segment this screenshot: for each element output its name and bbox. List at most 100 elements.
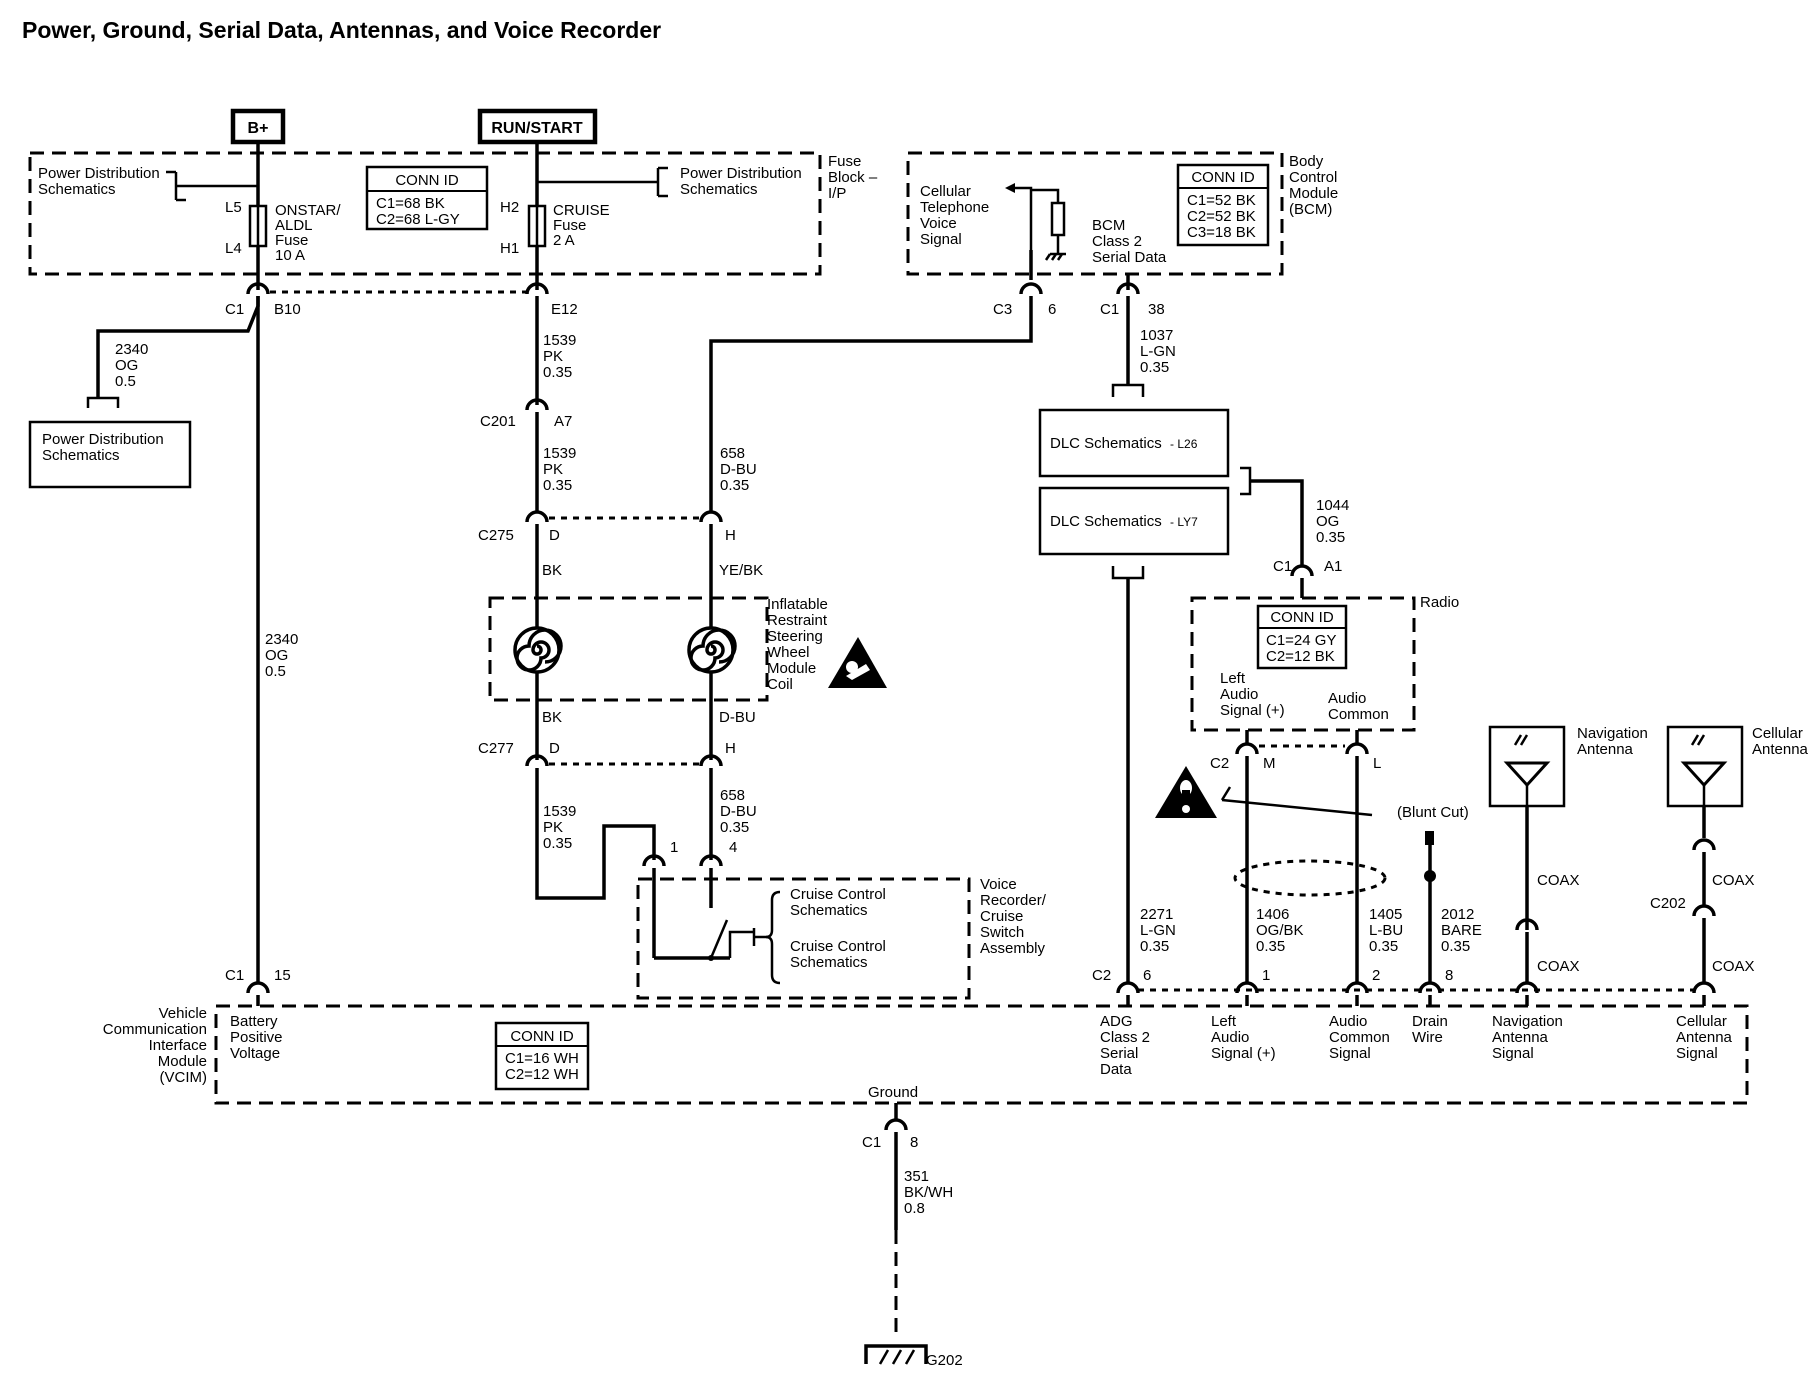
svg-text:G202: G202 [926,1352,963,1369]
svg-text:8: 8 [910,1134,918,1151]
shield-ellipse [1233,859,1387,897]
fuse-block-conn-id: CONN ID C1=68 BK C2=68 L-GY [365,165,489,231]
svg-text:YE/BK: YE/BK [719,562,763,579]
connector-c201: C201 A7 [480,398,572,430]
svg-text:CONN ID: CONN ID [1191,169,1255,186]
svg-text:15: 15 [274,967,291,984]
svg-text:B10: B10 [274,301,301,318]
svg-text:C1=16 WH: C1=16 WH [505,1050,579,1067]
svg-text:C202: C202 [1650,895,1686,912]
svg-text:C201: C201 [480,413,516,430]
svg-text:COAX: COAX [1537,872,1580,889]
svg-text:6: 6 [1048,301,1056,318]
svg-text:H: H [725,740,736,757]
ground-g202: G202 [864,1344,963,1369]
svg-text:4: 4 [729,839,737,856]
caution-icon [1155,766,1217,818]
svg-text:C2=52 BK: C2=52 BK [1187,208,1256,225]
svg-text:38: 38 [1148,301,1165,318]
svg-text:COAX: COAX [1712,872,1755,889]
svg-text:BK: BK [542,709,562,726]
svg-text:C1: C1 [862,1134,881,1151]
svg-text:B+: B+ [248,120,269,137]
svg-text:L: L [1373,755,1381,772]
svg-text:D: D [549,740,560,757]
svg-text:CONN ID: CONN ID [1270,609,1334,626]
svg-text:D-BU: D-BU [719,709,756,726]
svg-text:C1=24 GY: C1=24 GY [1266,632,1336,649]
svg-text:C277: C277 [478,740,514,757]
svg-text:A1: A1 [1324,558,1342,575]
svg-text:C1=52 BK: C1=52 BK [1187,192,1256,209]
svg-text:C1: C1 [225,967,244,984]
svg-text:1: 1 [1262,967,1270,984]
connector-c3-6: C3 6 [993,282,1056,318]
svg-text:C1: C1 [1273,558,1292,575]
dlc-ly7-box: DLC Schematics - LY7 [1038,486,1230,556]
svg-text:BK: BK [542,562,562,579]
svg-text:(Blunt Cut): (Blunt Cut) [1397,804,1469,821]
svg-text:C1=68 BK: C1=68 BK [376,195,445,212]
svg-text:Radio: Radio [1420,594,1459,611]
connector-radio-c1: C1 A1 [1273,558,1342,577]
connector-c202: C202 [1650,895,1716,917]
connector-ground-c1: C1 8 [862,1118,918,1151]
svg-text:2: 2 [1372,967,1380,984]
svg-text:C2: C2 [1092,967,1111,984]
svg-text:C3: C3 [993,301,1012,318]
connector-c1-b10: C1 B10 [225,282,301,318]
svg-text:6: 6 [1143,967,1151,984]
connector-c275: C275 D H [478,510,736,544]
svg-text:Ground: Ground [868,1084,918,1101]
vcim-c2-connector: C2 6 1 2 8 [1092,967,1716,994]
dlc-l26-box: DLC Schematics - L26 [1038,408,1230,478]
svg-text:CONN ID: CONN ID [395,172,459,189]
svg-text:H: H [725,527,736,544]
svg-text:C1: C1 [1100,301,1119,318]
svg-text:DLC Schematics: DLC Schematics [1050,513,1162,530]
fuse-block-outline [28,151,822,276]
connector-radio-c2: C2 M L [1210,742,1381,772]
svg-text:DLC Schematics: DLC Schematics [1050,435,1162,452]
